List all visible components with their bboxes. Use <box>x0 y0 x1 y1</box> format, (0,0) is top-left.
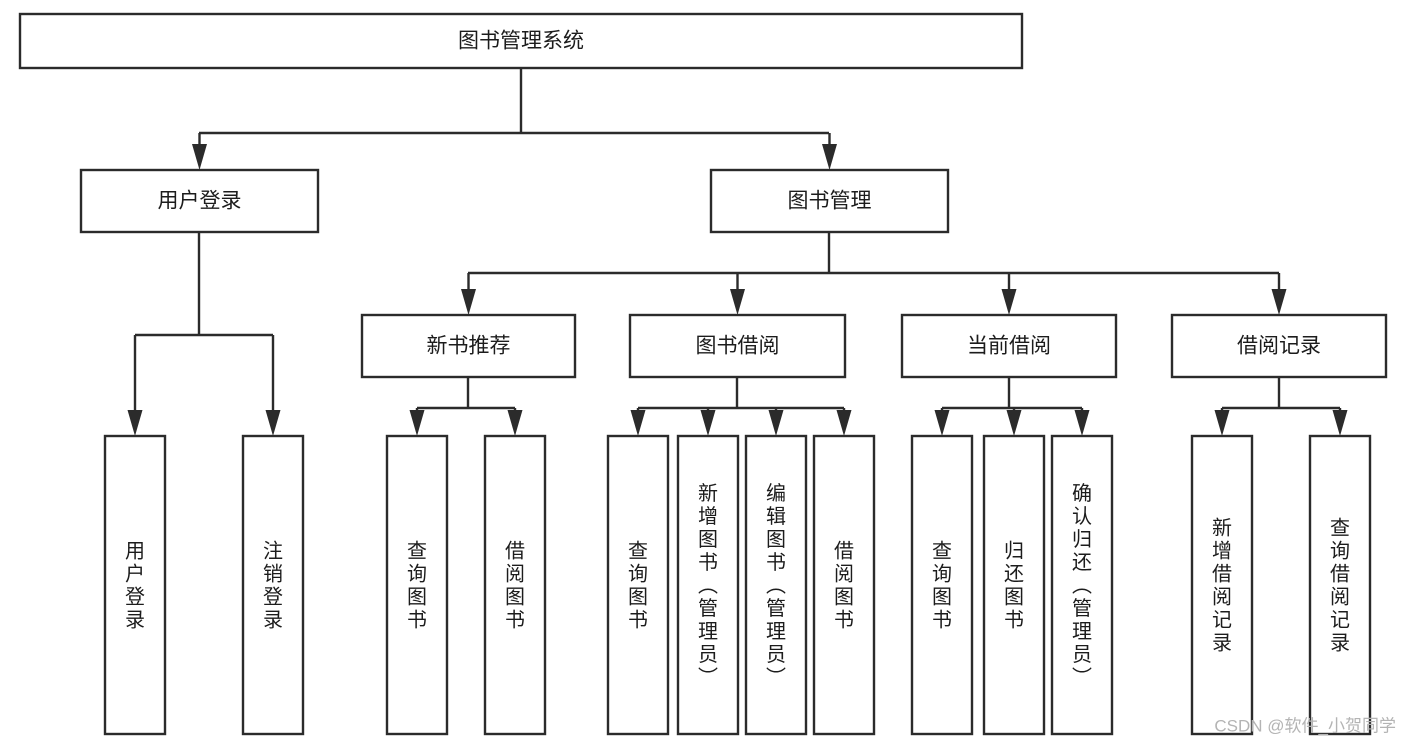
node-leaf-borrow-book-a[interactable]: 借阅图书 <box>483 434 547 736</box>
node-leaf-logout[interactable]: 注销登录 <box>241 434 305 736</box>
node-leaf-confirm-return[interactable]: 确认归还︵管理员︶ <box>1050 434 1114 736</box>
node-label: 归还图书 <box>1004 539 1024 631</box>
borrow-record-bus <box>1222 377 1340 410</box>
csdn-watermark: CSDN @软件_小贺同学 <box>1214 716 1396 735</box>
root-bus <box>199 68 829 135</box>
node-label: 图书借阅 <box>696 335 780 358</box>
node-borrow-record[interactable]: 借阅记录 <box>1170 313 1388 379</box>
new-book-bus <box>417 377 515 410</box>
node-label: 用户登录 <box>158 190 242 213</box>
node-user-login[interactable]: 用户登录 <box>79 168 320 234</box>
node-leaf-query-book-c[interactable]: 查询图书 <box>910 434 974 736</box>
current-borrow-bus <box>942 377 1082 410</box>
edge-borrow_record-to-leaf_query_record <box>1332 408 1348 436</box>
node-book-borrow[interactable]: 图书借阅 <box>628 313 847 379</box>
edge-root-to-book_manage <box>822 133 837 170</box>
node-leaf-return-book[interactable]: 归还图书 <box>982 434 1046 736</box>
nodes-layer: 图书管理系统用户登录图书管理新书推荐图书借阅当前借阅借阅记录用户登录注销登录查询… <box>18 12 1388 736</box>
user-login-bus <box>135 232 273 337</box>
connectors-layer <box>127 68 1348 436</box>
node-current-borrow[interactable]: 当前借阅 <box>900 313 1118 379</box>
node-leaf-add-book[interactable]: 新增图书︵管理员︶ <box>676 434 740 736</box>
node-label: 查询图书 <box>407 539 427 631</box>
node-label: 确认归还︵管理员︶ <box>1072 482 1092 689</box>
node-new-book-rec[interactable]: 新书推荐 <box>360 313 577 379</box>
edge-book_manage-to-new_book_rec <box>461 273 476 315</box>
node-leaf-query-record[interactable]: 查询借阅记录 <box>1308 434 1372 736</box>
node-leaf-borrow-book-b[interactable]: 借阅图书 <box>812 434 876 736</box>
edge-borrow_record-to-leaf_add_record <box>1214 408 1230 436</box>
edge-book_manage-to-borrow_record <box>1271 273 1287 315</box>
edge-user_login-to-leaf_logout <box>265 335 281 436</box>
node-book-manage[interactable]: 图书管理 <box>709 168 950 234</box>
node-label: 新书推荐 <box>427 335 511 358</box>
book-borrow-bus <box>638 377 844 410</box>
node-label: 用户登录 <box>125 540 145 631</box>
edge-current_borrow-to-leaf_confirm_return <box>1074 408 1090 436</box>
edge-new_book_rec-to-leaf_borrow_book_a <box>507 408 523 436</box>
node-label: 编辑图书︵管理员︶ <box>766 482 786 689</box>
node-leaf-add-record[interactable]: 新增借阅记录 <box>1190 434 1254 736</box>
node-label: 借阅图书 <box>505 539 525 631</box>
edge-book_borrow-to-leaf_query_book_b <box>630 408 646 436</box>
node-root[interactable]: 图书管理系统 <box>18 12 1024 70</box>
node-leaf-edit-book[interactable]: 编辑图书︵管理员︶ <box>744 434 808 736</box>
edge-book_manage-to-book_borrow <box>730 273 745 315</box>
node-label: 借阅记录 <box>1237 335 1321 358</box>
node-leaf-query-book-a[interactable]: 查询图书 <box>385 434 449 736</box>
edge-user_login-to-leaf_user_login <box>127 335 143 436</box>
node-label: 图书管理 <box>788 190 872 213</box>
node-label: 新增图书︵管理员︶ <box>698 482 718 689</box>
node-leaf-query-book-b[interactable]: 查询图书 <box>606 434 670 736</box>
node-label: 借阅图书 <box>834 539 854 631</box>
node-label: 新增借阅记录 <box>1212 516 1232 654</box>
edge-book_manage-to-current_borrow <box>1001 273 1017 315</box>
node-label: 查询图书 <box>932 539 952 631</box>
edge-current_borrow-to-leaf_return_book <box>1006 408 1022 436</box>
edge-root-to-user_login <box>192 133 207 170</box>
edge-book_borrow-to-leaf_add_book <box>700 408 716 436</box>
node-label: 图书管理系统 <box>458 30 584 53</box>
node-label: 查询图书 <box>628 539 648 631</box>
edge-book_borrow-to-leaf_edit_book <box>768 408 784 436</box>
edge-current_borrow-to-leaf_query_book_c <box>934 408 950 436</box>
node-label: 查询借阅记录 <box>1330 516 1350 654</box>
node-label: 当前借阅 <box>967 335 1051 358</box>
book-manage-bus <box>468 232 1279 275</box>
edge-book_borrow-to-leaf_borrow_book_b <box>836 408 852 436</box>
edge-new_book_rec-to-leaf_query_book_a <box>409 408 425 436</box>
node-label: 注销登录 <box>263 539 283 631</box>
node-leaf-user-login[interactable]: 用户登录 <box>103 434 167 736</box>
